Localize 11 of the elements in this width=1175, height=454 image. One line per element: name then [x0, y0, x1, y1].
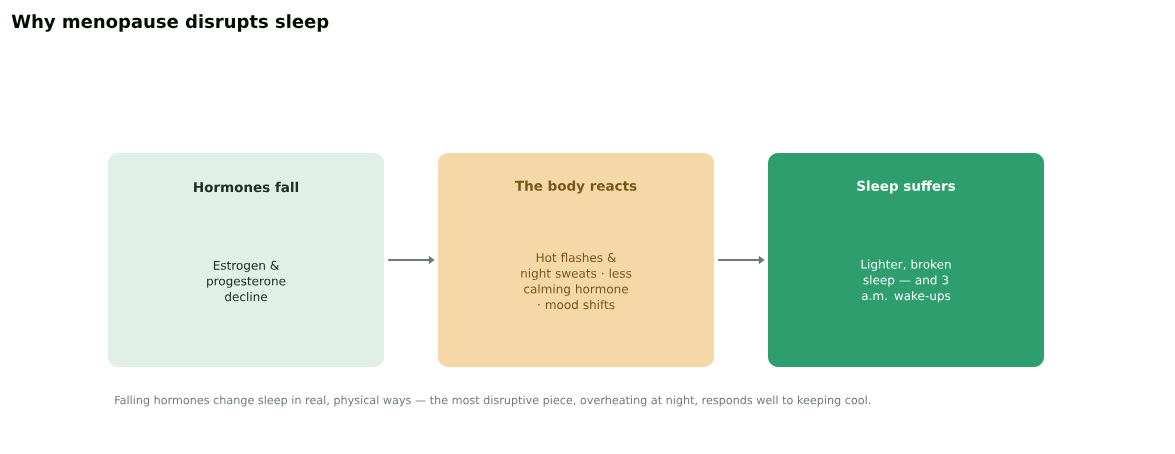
box-heading: Hormones fall	[194, 181, 299, 193]
box-body: Lighter, broken sleep — and 3 a.m. wake-ups	[861, 259, 951, 303]
process-box	[768, 153, 1044, 367]
box-heading: Sleep suffers	[857, 180, 956, 194]
box-heading: The body reacts	[515, 180, 637, 194]
process-box	[108, 153, 384, 367]
caption: Falling hormones change sleep in real, physical ways — the most disruptive piece, overheating at night, responds well to keeping cool.	[115, 395, 871, 407]
box-body: Hot flashes & night sweats · less calming hormone · mood shifts	[521, 252, 632, 310]
title: Why menopause disrupts sleep	[11, 14, 329, 32]
box-body: Estrogen & progesterone decline	[207, 260, 286, 302]
process-box	[438, 153, 714, 367]
